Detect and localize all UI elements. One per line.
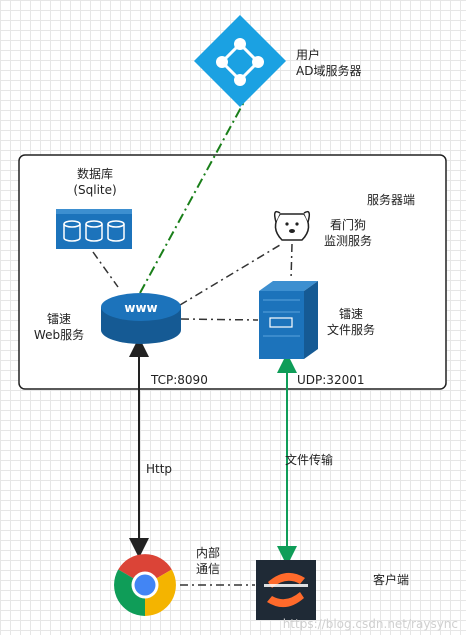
database-label-line2: (Sqlite) [73,183,117,197]
web-server-label-line1: 镭速 [46,312,71,326]
user-ad-label: 用户 AD域服务器 [296,47,361,79]
edge-web-to-watchdog [179,244,281,306]
web-server-icon: www [101,293,181,344]
watchdog-label: 看门狗 监测服务 [318,217,378,249]
file-transfer-edge-label: 文件传输 [285,453,334,467]
internal-communication-label: 内部 通信 [188,545,228,577]
active-directory-icon [194,15,286,107]
server-side-group-label: 服务器端 [367,193,416,207]
database-label: 数据库 (Sqlite) [60,166,130,198]
file-server-label: 镭速 文件服务 [322,306,380,338]
tcp-port-label: TCP:8090 [151,373,208,387]
user-ad-label-line2: AD域服务器 [296,64,362,78]
watermark: https://blog.csdn.net/raysync [282,617,458,631]
web-server-label-line2: Web服务 [33,328,85,342]
edge-web-to-ad [139,101,245,294]
edge-watchdog-to-fileserver [290,243,293,281]
http-edge-label: Http [146,462,173,476]
chrome-browser-icon[interactable] [114,554,176,616]
file-server-label-line2: 文件服务 [326,323,375,337]
user-ad-label-line1: 用户 [296,48,321,62]
watchdog-icon [273,210,311,241]
udp-port-label: UDP:32001 [297,373,365,387]
edge-db-to-web [92,251,119,288]
internal-communication-label-line2: 通信 [195,562,220,576]
watchdog-label-line1: 看门狗 [329,218,366,232]
web-server-label: 镭速 Web服务 [28,311,90,343]
database-label-line1: 数据库 [76,167,113,181]
internal-communication-label-line1: 内部 [195,546,220,560]
raysync-client-icon[interactable] [256,560,316,620]
file-server-label-line1: 镭速 [338,307,363,321]
edge-web-to-fileserver [180,318,259,321]
client-side-group-label: 客户端 [373,573,410,587]
web-server-icon-text: www [124,301,157,315]
watchdog-label-line2: 监测服务 [323,234,372,248]
file-server-icon [259,281,318,359]
database-icon [56,209,132,249]
